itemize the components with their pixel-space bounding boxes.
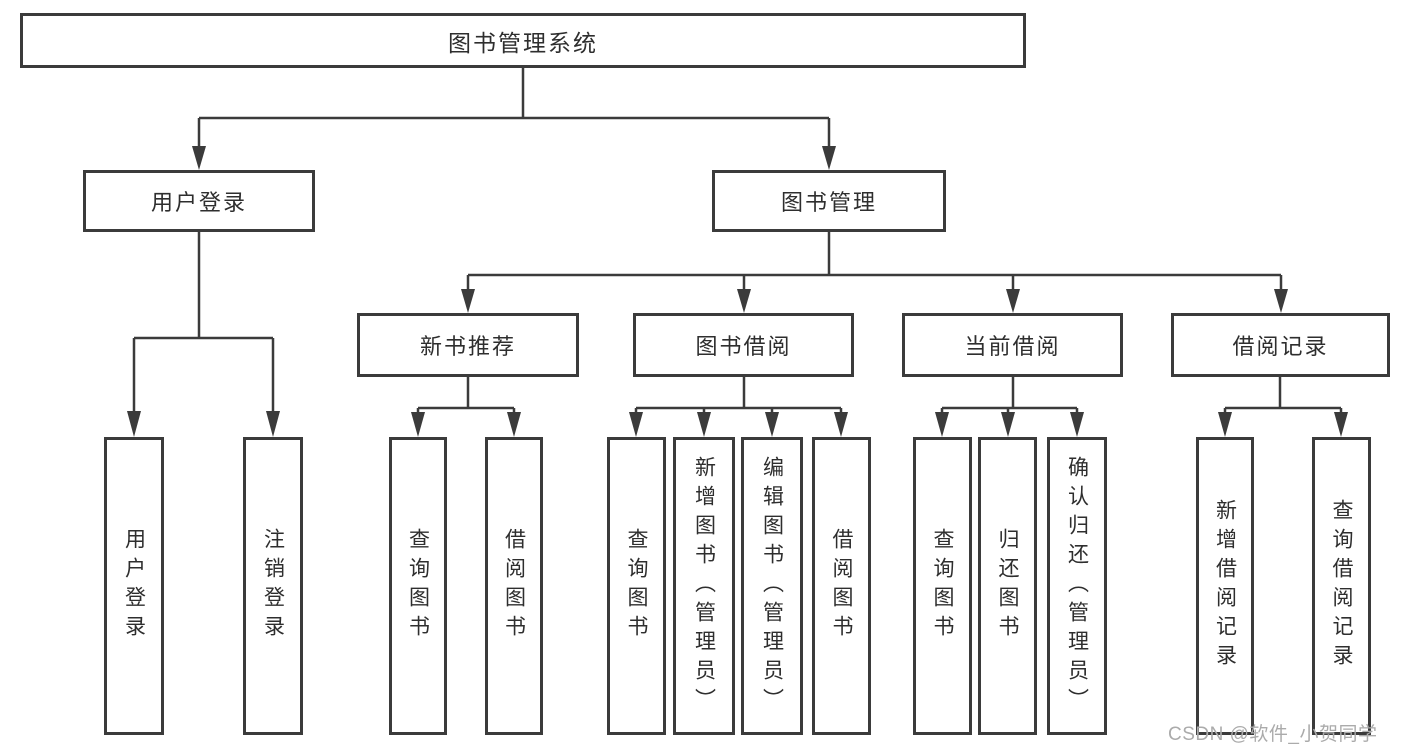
arrowheads-book-borrow-children [629,412,848,437]
leaf-record-query-borrow-record: 查询借阅记录 [1312,437,1371,735]
connector-book-mgmt-children [466,232,1283,289]
connector-borrow-record-children [1223,377,1343,412]
node-book-borrow: 图书借阅 [633,313,854,377]
node-borrow-record: 借阅记录 [1171,313,1390,377]
connector-new-book-rec-children [416,377,516,412]
arrowheads-user-login-children [127,411,280,437]
leaf-user-login: 用户登录 [104,437,164,735]
connector-user-login-children [132,232,275,411]
node-user-login: 用户登录 [83,170,315,232]
leaf-current-confirm-return-admin: 确认归还（管理员） [1047,437,1107,735]
leaf-logout: 注销登录 [243,437,303,735]
node-current-borrow: 当前借阅 [902,313,1123,377]
leaf-record-add-borrow-record: 新增借阅记录 [1196,437,1254,735]
node-book-management: 图书管理 [712,170,946,232]
leaf-current-query-book: 查询图书 [913,437,972,735]
arrowheads-new-book-rec-children [411,412,521,437]
arrowheads-borrow-record-children [1218,412,1348,437]
leaf-borrow-borrow-book: 借阅图书 [812,437,871,735]
arrowheads-level3 [461,289,1288,313]
leaf-borrow-query-book: 查询图书 [607,437,666,735]
leaf-borrow-edit-book-admin: 编辑图书（管理员） [741,437,803,735]
leaf-borrow-add-book-admin: 新增图书（管理员） [673,437,735,735]
node-root-system: 图书管理系统 [20,13,1026,68]
arrowheads-current-borrow-children [935,412,1084,437]
csdn-watermark: CSDN @软件_小贺同学 [1168,724,1378,745]
node-new-book-recommend: 新书推荐 [357,313,579,377]
leaf-recommend-query-book: 查询图书 [389,437,447,735]
leaf-recommend-borrow-book: 借阅图书 [485,437,543,735]
connector-current-borrow-children [940,377,1079,412]
arrowheads-level2 [192,146,836,170]
leaf-current-return-book: 归还图书 [978,437,1037,735]
connector-root-to-level2 [197,68,831,146]
connector-book-borrow-children [634,377,843,412]
